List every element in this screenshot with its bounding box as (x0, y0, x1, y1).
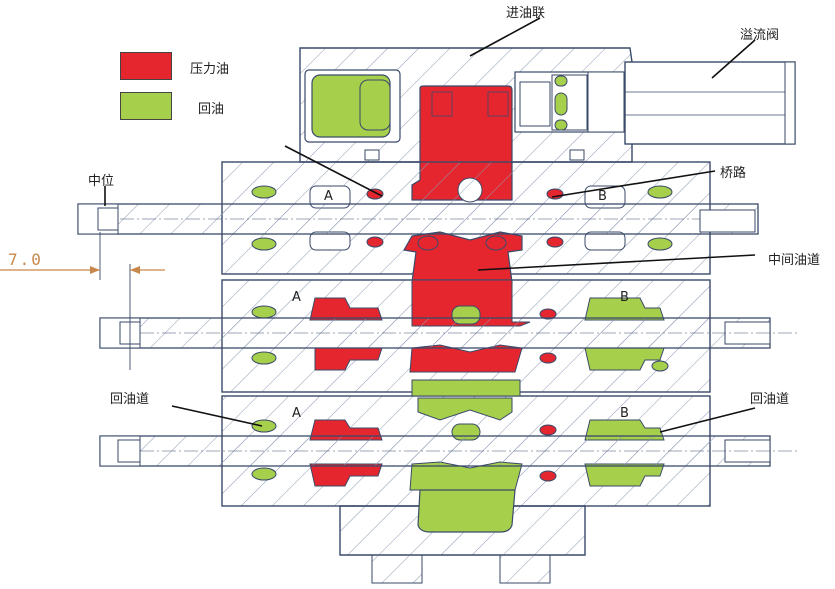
relief-valve-cap (624, 61, 796, 145)
inlet-section-label: 进油联 (506, 6, 546, 21)
port-a-label: A (292, 290, 301, 305)
port-b-label: B (598, 189, 607, 204)
spool-1 (77, 203, 759, 235)
inlet-section-body (299, 47, 796, 163)
port-a-label: A (292, 406, 301, 421)
port-b-label: B (620, 290, 629, 305)
port-a-label: A (324, 189, 333, 204)
return-passage-left-label: 回油道 (110, 392, 150, 407)
relief-valve-label: 溢流阀 (740, 28, 780, 43)
spool-3 (99, 435, 800, 467)
return-oil-swatch (120, 92, 172, 120)
end-cover (339, 489, 586, 584)
return-passage-right-label: 回油道 (750, 392, 790, 407)
spool-2 (99, 317, 800, 349)
middle-passage-label: 中间油道 (768, 253, 821, 268)
pressure-oil-label: 压力油 (190, 62, 230, 77)
pressure-oil-swatch (120, 52, 172, 80)
dimension-label: 7.0 (8, 250, 43, 269)
bridge-passage-label: 桥路 (720, 166, 747, 181)
dimension-marker (0, 232, 165, 370)
neutral-position-label: 中位 (88, 174, 115, 189)
return-oil-label: 回油 (198, 102, 225, 117)
leader-lines (104, 17, 756, 433)
port-b-label: B (620, 406, 629, 421)
